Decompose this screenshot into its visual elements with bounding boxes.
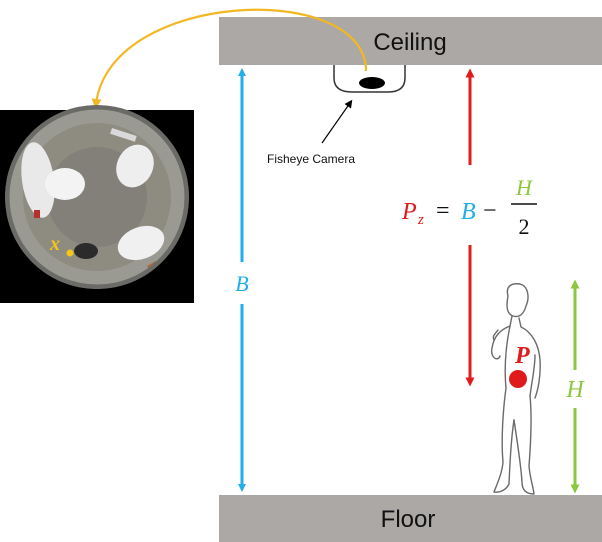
formula-equals: = <box>436 198 450 224</box>
camera-pointer-arrow <box>321 99 353 144</box>
pixel-label: x <box>49 233 60 255</box>
formula-numerator: H <box>515 175 533 200</box>
camera-to-image-arc <box>91 8 368 109</box>
camera-label: Fisheye Camera <box>267 152 355 166</box>
person-figure <box>490 283 541 495</box>
fisheye-camera-icon <box>333 65 406 93</box>
point-label: P <box>514 343 530 369</box>
ceiling-slab <box>219 17 602 65</box>
body-center-point <box>509 370 527 388</box>
pixel-dot <box>66 249 74 257</box>
formula-b: B <box>461 199 476 225</box>
formula-minus: − <box>483 198 497 224</box>
ceiling-label: Ceiling <box>373 29 446 56</box>
floor-slab <box>219 495 602 542</box>
h-label: H <box>565 377 585 403</box>
formula-lhs-sub: z <box>417 212 424 228</box>
formula-lhs: P <box>401 199 417 225</box>
fisheye-image: x <box>0 105 194 303</box>
formula-denominator: 2 <box>519 214 530 239</box>
floor-label: Floor <box>381 506 436 533</box>
b-label: B <box>235 271 248 296</box>
depth-formula: P z = B − H 2 <box>401 175 537 239</box>
